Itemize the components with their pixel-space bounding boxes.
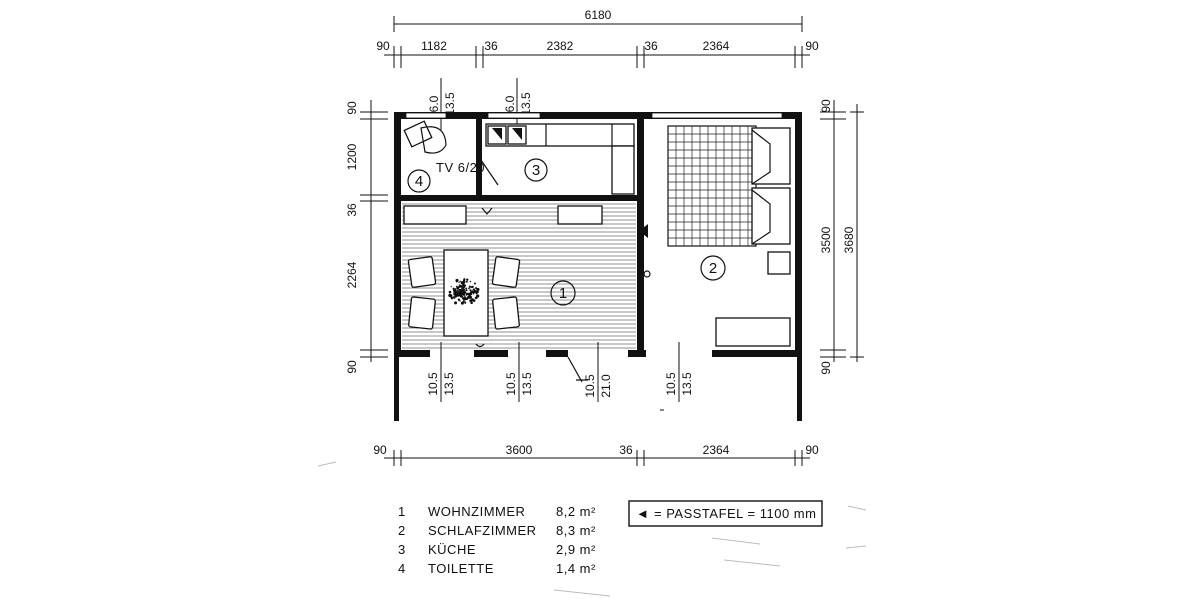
- room-list-area-3: 2,9 m²: [556, 542, 596, 557]
- top-windows: [405, 112, 783, 119]
- dim-top-6: 2364: [703, 39, 730, 53]
- room-1-number: 1: [559, 285, 567, 302]
- room-list-name-4: TOILETTE: [428, 561, 494, 576]
- dim-top-5: 36: [644, 39, 658, 53]
- top-window-marks: 6.0 13.5 6.0 13.5: [427, 78, 533, 130]
- room-list-name-2: SCHLAFZIMMER: [428, 523, 537, 538]
- dim-top-3: 36: [484, 39, 498, 53]
- dim-left-3: 36: [345, 203, 359, 217]
- room-list-num-3: 3: [398, 542, 406, 557]
- room-list-area-1: 8,2 m²: [556, 504, 596, 519]
- kitchen-room: 3: [485, 123, 635, 195]
- pillow-fold-2: [751, 189, 771, 245]
- left-dimensions: 90 1200 36 2264 90: [345, 100, 388, 374]
- passtafel-marker-icon: [639, 224, 648, 238]
- room-list-name-3: KÜCHE: [428, 542, 476, 557]
- legend-box: [628, 500, 823, 527]
- door-mark-top: [481, 207, 493, 215]
- room-2-number: 2: [709, 260, 717, 277]
- dim-left-1: 90: [345, 101, 359, 115]
- living-room: 1: [403, 205, 651, 348]
- chair-2: [408, 296, 436, 330]
- nightstand: [767, 251, 791, 275]
- window-living-mid-2: 13.5: [520, 372, 534, 396]
- room-list-area-2: 8,3 m²: [556, 523, 596, 538]
- dim-top-4: 2382: [547, 39, 574, 53]
- dim-left-5: 90: [345, 360, 359, 374]
- tv-label: TV 6/20: [436, 160, 485, 175]
- room-1-marker: [550, 280, 576, 306]
- legend-marker-icon: ◄: [636, 506, 649, 521]
- room-4-marker: [407, 169, 431, 193]
- dim-overall-width: 6180: [585, 8, 612, 22]
- toilet-seat: [420, 126, 447, 154]
- window-living-mid-1: 10.5: [504, 372, 518, 396]
- chair-1: [407, 256, 437, 288]
- window-toilet-1: 6.0: [427, 95, 441, 112]
- window-living-left-2: 13.5: [442, 372, 456, 396]
- dim-bottom-5: 90: [805, 443, 819, 457]
- dim-right-1: 90: [819, 99, 833, 113]
- walls: [394, 112, 802, 421]
- right-dimensions: 90 3500 90 3680: [819, 99, 864, 375]
- toilet-fixture: [403, 120, 433, 148]
- room-list: 1 WOHNZIMMER 8,2 m² 2 SCHLAFZIMMER 8,3 m…: [398, 504, 596, 576]
- dim-bottom-2: 3600: [506, 443, 533, 457]
- bedroom: 2: [667, 125, 791, 347]
- room-3-marker: [524, 158, 548, 182]
- door-swing-entry: [567, 356, 588, 383]
- chair-3: [491, 256, 521, 288]
- toilet-room: 4 TV 6/20: [403, 120, 499, 193]
- plant-icon: [448, 278, 480, 305]
- scan-artifacts: [317, 461, 867, 597]
- dim-bottom-1: 90: [373, 443, 387, 457]
- kitchen-side-counter: [611, 145, 635, 195]
- room-4-number: 4: [415, 173, 423, 190]
- dim-left-4: 2264: [345, 261, 359, 288]
- dim-top-2: 1182: [421, 39, 447, 53]
- top-dimensions: 6180 90 1182 36 2382 36 2364 90: [376, 8, 819, 68]
- pillow-fold-1: [751, 129, 771, 185]
- door-hinge-icon: [643, 270, 651, 278]
- door-mark-bottom: [475, 343, 485, 348]
- dim-top-7: 90: [805, 39, 819, 53]
- pillow-2: [751, 187, 791, 245]
- dim-bottom-4: 2364: [703, 443, 730, 457]
- window-bedroom-1: 10.5: [664, 372, 678, 396]
- room-list-area-4: 1,4 m²: [556, 561, 596, 576]
- bottom-dimensions: 90 3600 36 2364 90: [373, 443, 819, 466]
- window-toilet-2: 13.5: [443, 92, 457, 116]
- sideboard-left: [403, 205, 467, 225]
- wardrobe: [715, 317, 791, 347]
- room-2-marker: [700, 255, 726, 281]
- pillow-1: [751, 127, 791, 185]
- dim-left-2: 1200: [345, 143, 359, 170]
- chair-4: [492, 296, 520, 330]
- dim-top-1: 90: [376, 39, 390, 53]
- sideboard-right: [557, 205, 603, 225]
- room-3-number: 3: [532, 162, 540, 179]
- window-living-left-1: 10.5: [426, 372, 440, 396]
- dim-overall-height: 3680: [842, 226, 856, 253]
- bottom-window-marks: 10.5 13.5 10.5 13.5 10.5 21.0 10.5 13.5: [426, 342, 694, 411]
- door-entry-2: 21.0: [599, 374, 613, 398]
- dim-right-2: 3500: [819, 226, 833, 253]
- dim-bottom-3: 36: [619, 443, 633, 457]
- window-kitchen-2: 13.5: [519, 92, 533, 116]
- bed-quilt: [667, 125, 757, 247]
- legend-text: = PASSTAFEL = 1100 mm: [654, 506, 816, 521]
- passtafel-legend: ◄ = PASSTAFEL = 1100 mm: [628, 500, 823, 527]
- room-list-num-2: 2: [398, 523, 406, 538]
- room-list-num-1: 1: [398, 504, 406, 519]
- window-kitchen-1: 6.0: [503, 95, 517, 112]
- door-entry-1: 10.5: [583, 374, 597, 398]
- dim-right-3: 90: [819, 361, 833, 375]
- room-list-name-1: WOHNZIMMER: [428, 504, 525, 519]
- room-list-num-4: 4: [398, 561, 406, 576]
- window-bedroom-2: 13.5: [680, 372, 694, 396]
